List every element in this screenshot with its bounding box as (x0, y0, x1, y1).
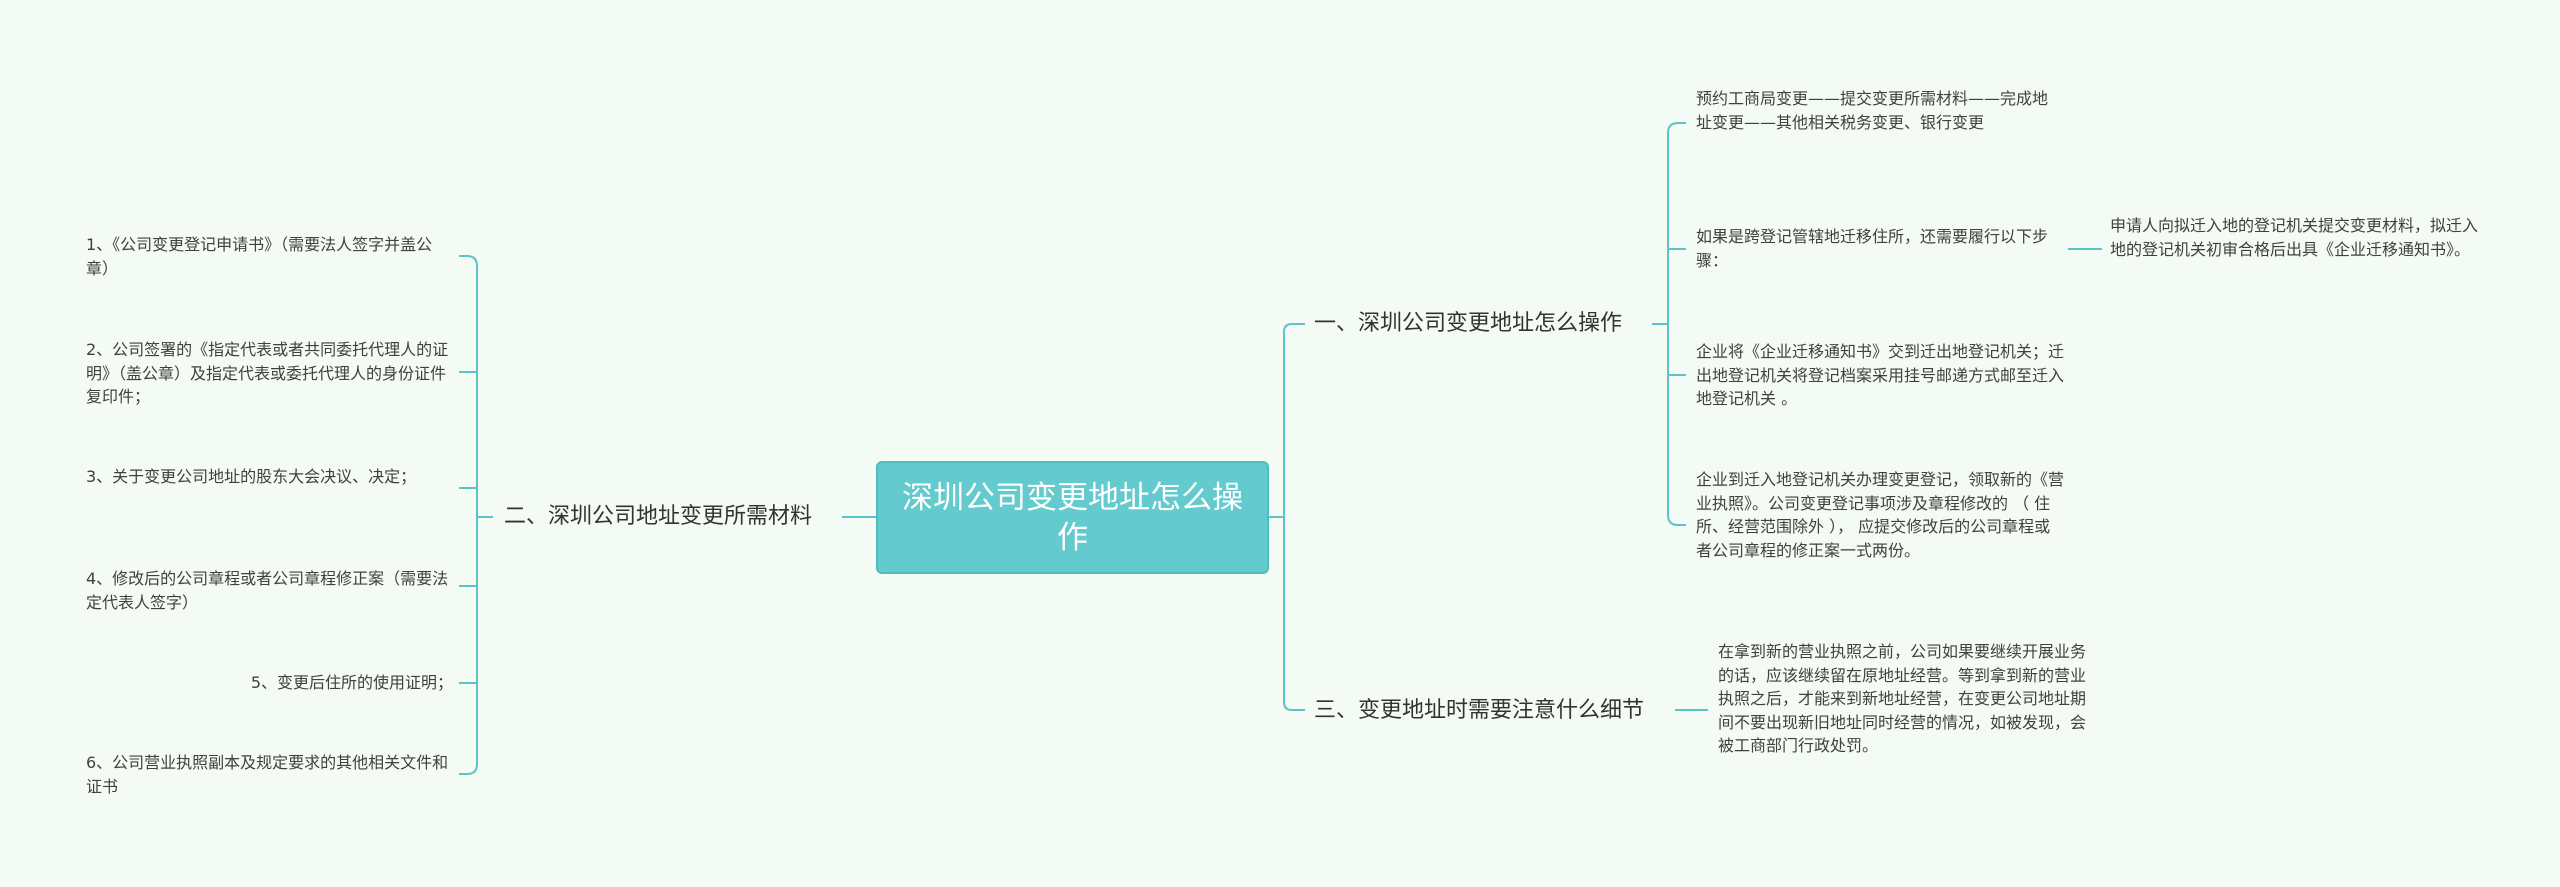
leaf-text: 5、变更后住所的使用证明； (250, 673, 453, 692)
leaf-text: 1、《公司变更登记申请书》（需要法人签字并盖公章） (86, 235, 433, 278)
leaf-text: 在拿到新的营业执照之前，公司如果要继续开展业务的话，应该继续留在原地址经营。等到… (1718, 642, 2087, 755)
branch-notes-on-details[interactable]: 三、变更地址时需要注意什么细节 (1314, 697, 1644, 725)
b1-step-overview[interactable]: 预约工商局变更——提交变更所需材料——完成地址变更——其他相关税务变更、银行变更 (1696, 87, 2052, 134)
b2-material-5[interactable]: 5、变更后住所的使用证明； (86, 671, 453, 695)
connector-root-b1 (1269, 323, 1305, 518)
branch-how-to-change-address[interactable]: 一、深圳公司变更地址怎么操作 (1314, 310, 1622, 338)
connector-b1-top (1667, 122, 1686, 324)
branch-label: 二、深圳公司地址变更所需材料 (504, 504, 813, 529)
b1-cross-district-steps[interactable]: 如果是跨登记管辖地迁移住所，还需要履行以下步骤： (1696, 225, 2064, 272)
branch-label: 三、变更地址时需要注意什么细节 (1314, 698, 1645, 723)
b2-material-3[interactable]: 3、关于变更公司地址的股东大会决议、决定； (86, 465, 453, 489)
b1-migration-notice[interactable]: 企业将《企业迁移通知书》交到迁出地登记机关；迁出地登记机关将登记档案采用挂号邮递… (1696, 340, 2064, 411)
connector-root-b3 (1269, 516, 1305, 711)
leaf-text: 企业将《企业迁移通知书》交到迁出地登记机关；迁出地登记机关将登记档案采用挂号邮递… (1696, 342, 2065, 408)
b2-material-2[interactable]: 2、公司签署的《指定代表或者共同委托代理人的证明》（盖公章）及指定代表或委托代理… (86, 338, 453, 409)
branch-label: 一、深圳公司变更地址怎么操作 (1314, 311, 1623, 336)
b3-detail-note[interactable]: 在拿到新的营业执照之前，公司如果要继续开展业务的话，应该继续留在原地址经营。等到… (1718, 640, 2086, 758)
leaf-text: 2、公司签署的《指定代表或者共同委托代理人的证明》（盖公章）及指定代表或委托代理… (86, 340, 449, 406)
root-topic[interactable]: 深圳公司变更地址怎么操作 (876, 461, 1269, 574)
connector-b2-top (459, 255, 478, 517)
leaf-text: 4、修改后的公司章程或者公司章程修正案（需要法定代表人签字） (86, 569, 449, 612)
root-topic-label: 深圳公司变更地址怎么操作 (902, 479, 1243, 556)
leaf-text: 如果是跨登记管辖地迁移住所，还需要履行以下步骤： (1696, 227, 2049, 270)
leaf-text: 6、公司营业执照副本及规定要求的其他相关文件和证书 (86, 753, 449, 796)
leaf-text: 申请人向拟迁入地的登记机关提交变更材料，拟迁入地的登记机关初审合格后出具《企业迁… (2110, 216, 2479, 259)
leaf-text: 预约工商局变更——提交变更所需材料——完成地址变更——其他相关税务变更、银行变更 (1696, 89, 2049, 132)
connector-b1-bottom (1667, 324, 1686, 526)
b2-material-1[interactable]: 1、《公司变更登记申请书》（需要法人签字并盖公章） (86, 233, 453, 280)
b2-material-4[interactable]: 4、修改后的公司章程或者公司章程修正案（需要法定代表人签字） (86, 567, 453, 614)
b2-material-6[interactable]: 6、公司营业执照副本及规定要求的其他相关文件和证书 (86, 751, 453, 798)
connector-b2-bottom (459, 517, 478, 775)
branch-required-materials[interactable]: 二、深圳公司地址变更所需材料 (504, 503, 812, 531)
leaf-text: 企业到迁入地登记机关办理变更登记，领取新的《营业执照》。公司变更登记事项涉及章程… (1696, 470, 2065, 560)
b1-register-at-new-office[interactable]: 企业到迁入地登记机关办理变更登记，领取新的《营业执照》。公司变更登记事项涉及章程… (1696, 468, 2064, 562)
leaf-text: 3、关于变更公司地址的股东大会决议、决定； (86, 467, 417, 486)
b1-sub-submit-materials[interactable]: 申请人向拟迁入地的登记机关提交变更材料，拟迁入地的登记机关初审合格后出具《企业迁… (2110, 214, 2485, 261)
